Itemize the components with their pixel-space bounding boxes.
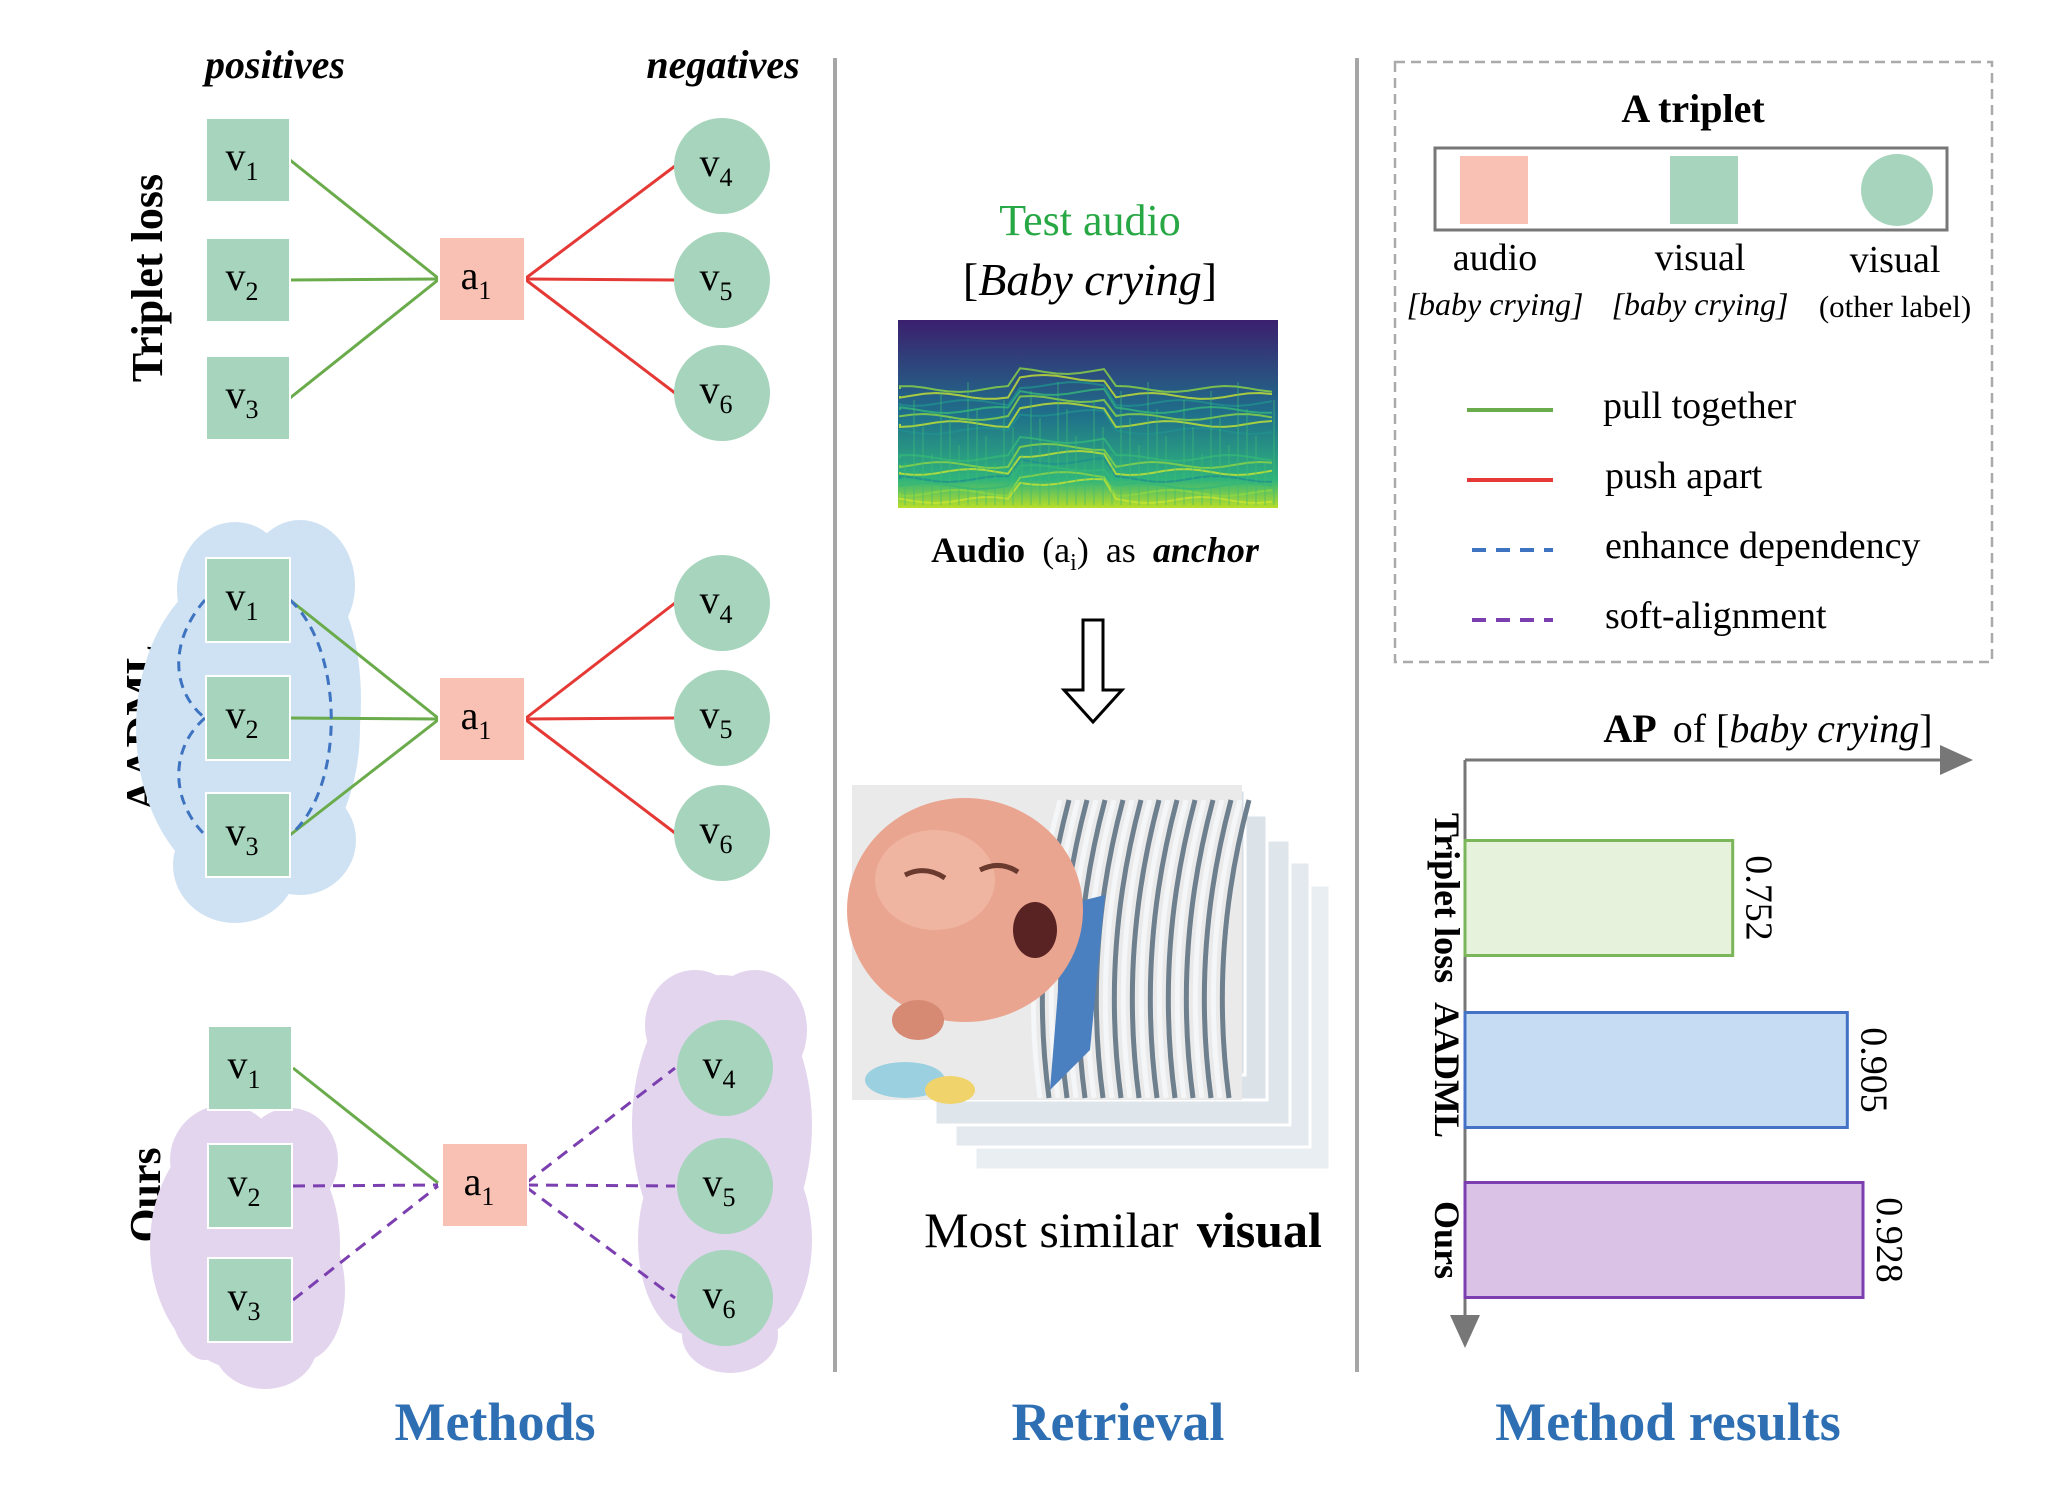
retrieved-visual-frames (847, 785, 1332, 1172)
test-audio-class: [Baby crying] (963, 254, 1217, 305)
edges-triplet-loss (289, 158, 676, 400)
bar-ours (1463, 1181, 1865, 1299)
legend-panel: A triplet audio [baby crying] visual [ba… (1393, 60, 1994, 664)
legend-item-other: visual (1850, 239, 1941, 281)
visual-node-v1-row2 (205, 557, 291, 643)
visual-node-v2-row3 (207, 1143, 293, 1229)
legend-visual-circle (1861, 154, 1933, 226)
visual-node-v3-row2 (205, 792, 291, 878)
node-label-v2-row1: v2 (226, 254, 259, 306)
node-label-v1-row1: v1 (226, 134, 259, 186)
node-label-v3-row2: v3 (226, 809, 259, 861)
visual-node-v4-row2 (674, 555, 770, 651)
audio-anchor-node-row1 (438, 236, 526, 322)
edges-ours (292, 1066, 676, 1302)
test-audio-label: Test audio (999, 196, 1180, 245)
method-nodes: v1 v2 v3 v4 v5 v6 a1 v1 v2 v3 v4 v5 v6 a1 v1 v2 v3 v4 v5 v6… (205, 117, 773, 1346)
node-label-v5-row2: v5 (700, 692, 733, 744)
legend-item-audio-sub: [baby crying] (1407, 286, 1584, 322)
legend-item-visual-sub: [baby crying] (1612, 286, 1789, 322)
audio-anchor-node-row2 (438, 676, 526, 762)
legend-item-visual: visual (1655, 237, 1746, 279)
node-label-v3-row3: v3 (228, 1274, 261, 1326)
chart-axis-title: AP of [baby crying] (1603, 706, 1932, 751)
bar-aadml (1463, 1011, 1849, 1129)
retrieval-panel: Test audio [Baby crying] Audio (ai) as a… (847, 196, 1332, 1452)
legend-visual-square (1670, 156, 1738, 224)
node-label-v5-row1: v5 (700, 254, 733, 306)
bar-value-label: 0.928 (1868, 1197, 1910, 1283)
node-label-v1-row2: v1 (226, 574, 259, 626)
legend-label-soft: soft-alignment (1605, 595, 1827, 637)
bar-category-label: Ours (1427, 1201, 1467, 1279)
visual-node-v5-row3 (677, 1138, 773, 1234)
methods-panel: positives negatives Triplet loss AADML O… (117, 42, 812, 1452)
node-label-v6-row2: v6 (700, 807, 733, 859)
visual-node-v4-row1 (674, 118, 770, 214)
legend-label-enhance: enhance dependency (1605, 525, 1920, 567)
bar-category-label: AADML (1427, 1002, 1467, 1138)
visual-node-v4-row3 (677, 1020, 773, 1116)
node-label-anchor-row2: a1 (461, 693, 492, 745)
row-label-triplet-loss: Triplet loss (123, 174, 172, 382)
audio-anchor-node-row3 (441, 1142, 529, 1228)
node-label-v6-row1: v6 (700, 367, 733, 419)
visual-node-v1-row3 (207, 1025, 293, 1111)
legend-label-push: push apart (1605, 455, 1763, 497)
visual-node-v3-row1 (205, 355, 291, 441)
node-label-v2-row3: v2 (228, 1160, 261, 1212)
node-label-v2-row2: v2 (226, 692, 259, 744)
visual-node-v3-row3 (207, 1257, 293, 1343)
bar-value-label: 0.752 (1738, 855, 1780, 941)
legend-title: A triplet (1621, 86, 1765, 131)
results-section-title: Method results (1495, 1392, 1841, 1452)
node-label-v4-row1: v4 (700, 140, 733, 192)
visual-node-v6-row2 (674, 785, 770, 881)
result-caption: Most similar visual (924, 1202, 1322, 1258)
visual-node-v5-row2 (674, 670, 770, 766)
node-label-v4-row2: v4 (700, 577, 733, 629)
node-label-anchor-row3: a1 (464, 1159, 495, 1211)
legend-label-pull: pull together (1603, 385, 1796, 427)
down-arrow-icon (1060, 618, 1126, 725)
node-label-v1-row3: v1 (228, 1042, 261, 1094)
node-label-v6-row3: v6 (703, 1272, 736, 1324)
visual-node-v6-row1 (674, 345, 770, 441)
node-label-v4-row3: v4 (703, 1042, 736, 1094)
node-label-v5-row3: v5 (703, 1160, 736, 1212)
negatives-label: negatives (646, 42, 799, 87)
bar-category-label: Triplet loss (1427, 813, 1467, 983)
anchor-caption: Audio (ai) as anchor (931, 530, 1260, 576)
node-label-anchor-row1: a1 (461, 253, 492, 305)
spectrogram-image (898, 320, 1278, 508)
legend-audio-square (1460, 156, 1528, 224)
visual-node-v6-row3 (677, 1250, 773, 1346)
baby-frame (847, 785, 1252, 1104)
visual-node-v2-row2 (205, 675, 291, 761)
visual-node-v5-row1 (674, 232, 770, 328)
node-label-v3-row1: v3 (226, 372, 259, 424)
methods-section-title: Methods (395, 1392, 596, 1452)
visual-node-v2-row1 (205, 237, 291, 323)
results-chart: AP of [baby crying] 0.752 Triplet loss 0.9… (1427, 706, 1973, 1452)
legend-item-other-sub: (other label) (1819, 289, 1971, 324)
legend-box (1393, 60, 1994, 664)
retrieval-section-title: Retrieval (1012, 1392, 1225, 1452)
legend-item-audio: audio (1453, 237, 1537, 279)
bar-triplet-loss (1463, 839, 1735, 957)
visual-node-v1-row1 (205, 117, 291, 203)
bar-value-label: 0.905 (1852, 1027, 1894, 1113)
positives-label: positives (202, 42, 345, 87)
edges-aadml (177, 598, 676, 837)
